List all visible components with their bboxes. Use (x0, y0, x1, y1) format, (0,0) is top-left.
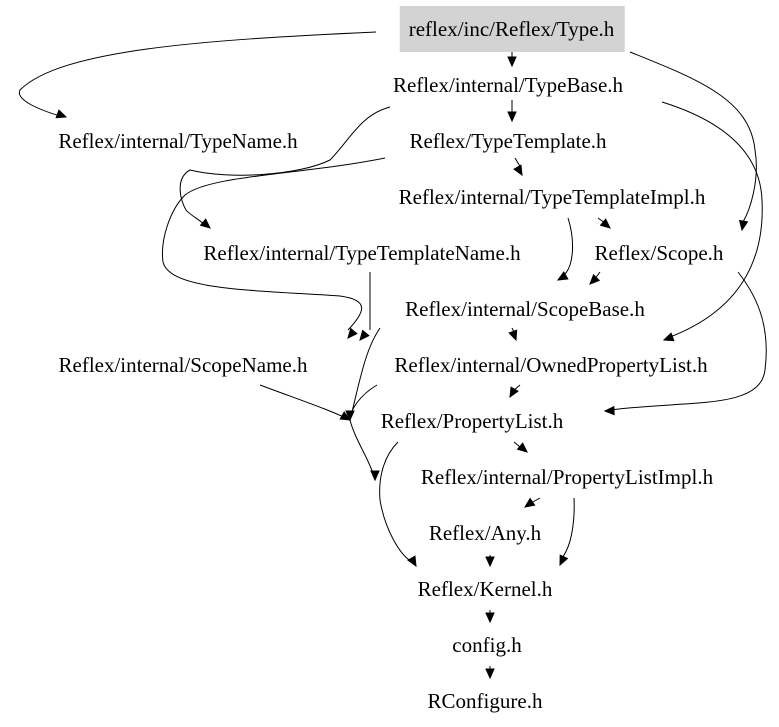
arrowhead-icon (662, 332, 675, 342)
edge-type-typename-line (18, 31, 377, 117)
edge-propertylist-propertylistimpl-line (513, 441, 521, 448)
node-scopename-h[interactable]: Reflex/internal/ScopeName.h (58, 353, 308, 377)
edge-typebase-ownedpropertylist-line (661, 101, 763, 338)
edge-scope-propertylist (603, 271, 767, 416)
arrowhead-icon (603, 405, 615, 416)
node-kernel-h[interactable]: Reflex/Kernel.h (417, 577, 553, 601)
arrowhead-icon (359, 329, 370, 341)
edge-propertylist-kernel (379, 441, 417, 568)
edge-scopebase-ownedpropertylist (508, 327, 518, 342)
edge-propertylistimpl-kernel (559, 497, 575, 567)
edge-scopename-kernel-line (259, 384, 351, 421)
arrowhead-icon (523, 497, 536, 508)
arrowhead-icon (738, 219, 749, 232)
arrowhead-icon (513, 164, 523, 177)
arrowhead-icon (347, 327, 358, 339)
edge-typebase-typetemplatename-line (179, 106, 391, 226)
arrowhead-icon (559, 554, 569, 567)
arrowhead-icon (485, 612, 495, 624)
edge-ownedpropertylist-kernel (345, 384, 378, 422)
arrowhead-icon (589, 273, 601, 285)
node-scope-h[interactable]: Reflex/Scope.h (594, 241, 724, 265)
arrowhead-icon (345, 410, 355, 422)
arrowhead-icon (507, 56, 517, 68)
node-propertylistimpl-h[interactable]: Reflex/internal/PropertyListImpl.h (420, 465, 714, 489)
arrowhead-icon (485, 556, 495, 568)
edge-scopebase-kernel-line (349, 327, 381, 481)
arrowhead-icon (370, 470, 380, 482)
node-config-h[interactable]: config.h (452, 633, 522, 657)
node-type-h[interactable]: reflex/inc/Reflex/Type.h (399, 6, 625, 52)
node-typename-h[interactable]: Reflex/internal/TypeName.h (58, 129, 298, 153)
edge-kernel-config (485, 610, 495, 624)
edge-propertylist-kernel-line (379, 441, 413, 563)
edge-scope-scopebase (589, 271, 601, 285)
arrowhead-icon (599, 218, 611, 229)
edge-ownedpropertylist-propertylist (509, 384, 521, 399)
edge-propertylist-propertylistimpl (513, 441, 528, 453)
edge-typetemplatename-scopename (359, 272, 371, 341)
edge-typetemplateimpl-scope (597, 217, 611, 229)
arrowhead-icon (199, 218, 211, 229)
edge-type-scope-line (629, 51, 757, 223)
edge-propertylistimpl-kernel-line (561, 497, 575, 559)
edge-propertylistimpl-any (523, 497, 541, 508)
edge-type-scope (629, 51, 757, 232)
arrowhead-icon (485, 668, 495, 680)
node-propertylist-h[interactable]: Reflex/PropertyList.h (380, 409, 564, 433)
edge-scope-propertylist-line (609, 271, 767, 411)
edge-typebase-typetemplate (507, 100, 517, 123)
arrowhead-icon (507, 111, 517, 123)
node-typetemplateimpl-h[interactable]: Reflex/internal/TypeTemplateImpl.h (398, 185, 706, 209)
arrowhead-icon (55, 109, 68, 119)
edge-typetemplate-scopename-line (161, 157, 386, 331)
arrowhead-icon (339, 411, 352, 421)
edge-typebase-ownedpropertylist (661, 101, 763, 342)
node-any-h[interactable]: Reflex/Any.h (428, 521, 542, 545)
edge-typetemplateimpl-scopebase (556, 217, 573, 281)
edge-typebase-typetemplatename (179, 106, 391, 229)
node-rconfigure-h[interactable]: RConfigure.h (427, 689, 543, 713)
node-ownedpropertylist-h[interactable]: Reflex/internal/OwnedPropertyList.h (394, 353, 708, 377)
node-typebase-h[interactable]: Reflex/internal/TypeBase.h (392, 73, 624, 97)
arrowhead-icon (509, 386, 519, 399)
edge-typetemplate-scopename (161, 157, 386, 339)
edge-type-typebase (507, 52, 517, 68)
edge-scopename-kernel (259, 384, 352, 421)
edge-typetemplate-typetemplateimpl (513, 157, 523, 177)
edge-any-kernel (485, 555, 495, 568)
arrowhead-icon (516, 442, 528, 453)
arrowhead-icon (407, 555, 417, 568)
node-typetemplate-h[interactable]: Reflex/TypeTemplate.h (409, 129, 607, 153)
node-scopebase-h[interactable]: Reflex/internal/ScopeBase.h (405, 297, 645, 321)
arrowhead-icon (556, 271, 569, 281)
edge-typetemplateimpl-scopebase-line (559, 217, 573, 279)
node-typetemplatename-h[interactable]: Reflex/internal/TypeTemplateName.h (203, 241, 521, 265)
edge-scopebase-kernel (349, 327, 381, 482)
edge-type-typename (18, 31, 377, 119)
arrowhead-icon (508, 329, 518, 342)
edge-config-rconfigure (485, 666, 495, 680)
